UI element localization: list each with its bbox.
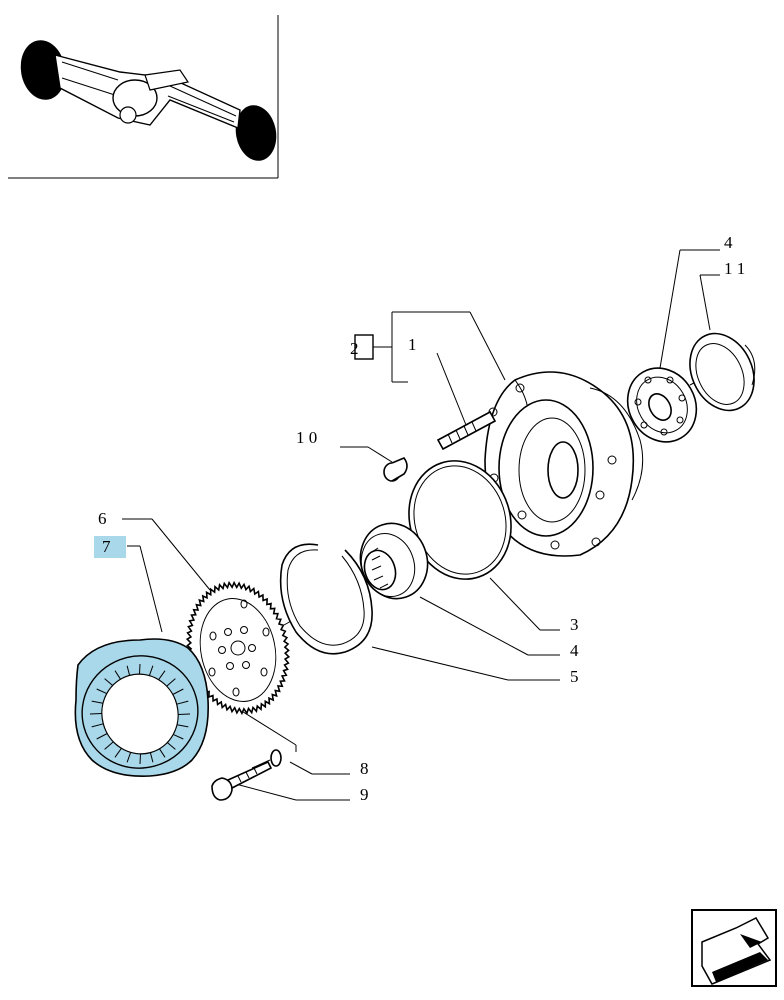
callout-4-top[interactable]: 4: [724, 233, 733, 252]
gear-tooth: [176, 700, 189, 705]
gear-tooth: [158, 670, 166, 680]
gear-tooth: [126, 752, 132, 763]
internal-gear-ring: [74, 638, 209, 777]
gear-tooth: [96, 733, 108, 740]
gear-tooth: [178, 713, 191, 715]
gear-tooth: [166, 678, 176, 687]
inner-bearing: [359, 522, 429, 600]
washer: [251, 749, 282, 769]
callout-11[interactable]: 1 1: [724, 259, 745, 278]
axle-thumbnail: [8, 15, 279, 179]
callouts: 2 1 4 1 1 1 0 6 7 3 4 5 8 9: [94, 233, 745, 804]
plug: [383, 457, 408, 482]
snap-ring: [279, 543, 373, 655]
gear-tooth: [139, 663, 141, 675]
callout-9[interactable]: 9: [360, 785, 369, 804]
gear-tooth: [104, 678, 114, 686]
gear-tooth: [126, 665, 131, 676]
next-page-arrow-icon[interactable]: [691, 909, 777, 987]
gear-tooth: [104, 741, 114, 750]
gear-tooth: [91, 723, 104, 728]
callout-2[interactable]: 2: [350, 339, 359, 358]
bolt: [211, 760, 273, 801]
gear-tooth: [159, 748, 166, 758]
o-ring: [408, 460, 512, 580]
wheel-stud: [436, 410, 497, 451]
callout-4-mid[interactable]: 4: [570, 641, 579, 660]
callout-6[interactable]: 6: [98, 509, 107, 528]
wheel-hub: [484, 371, 644, 557]
callout-7[interactable]: 7: [102, 537, 111, 556]
outer-bearing: [626, 367, 698, 443]
gear-tooth: [166, 742, 176, 750]
seal: [689, 332, 756, 412]
callout-3[interactable]: 3: [570, 615, 579, 634]
gear-tooth: [173, 733, 184, 740]
gear-tooth: [91, 700, 104, 704]
callout-5[interactable]: 5: [570, 667, 579, 686]
gear-tooth: [148, 665, 154, 676]
callout-box-2: [354, 334, 374, 360]
gear-tooth: [114, 670, 121, 680]
callout-1[interactable]: 1: [408, 335, 417, 354]
gear-tooth: [172, 688, 184, 695]
gear-tooth: [176, 724, 189, 728]
callout-8[interactable]: 8: [360, 759, 369, 778]
callout-10[interactable]: 1 0: [296, 428, 317, 447]
ring-gear: [185, 580, 291, 716]
gear-tooth: [149, 752, 154, 763]
gear-tooth: [96, 688, 107, 695]
callout-7-highlight: [94, 536, 126, 558]
gear-tooth: [89, 713, 102, 715]
gear-tooth: [139, 753, 141, 765]
gear-tooth: [114, 748, 122, 758]
